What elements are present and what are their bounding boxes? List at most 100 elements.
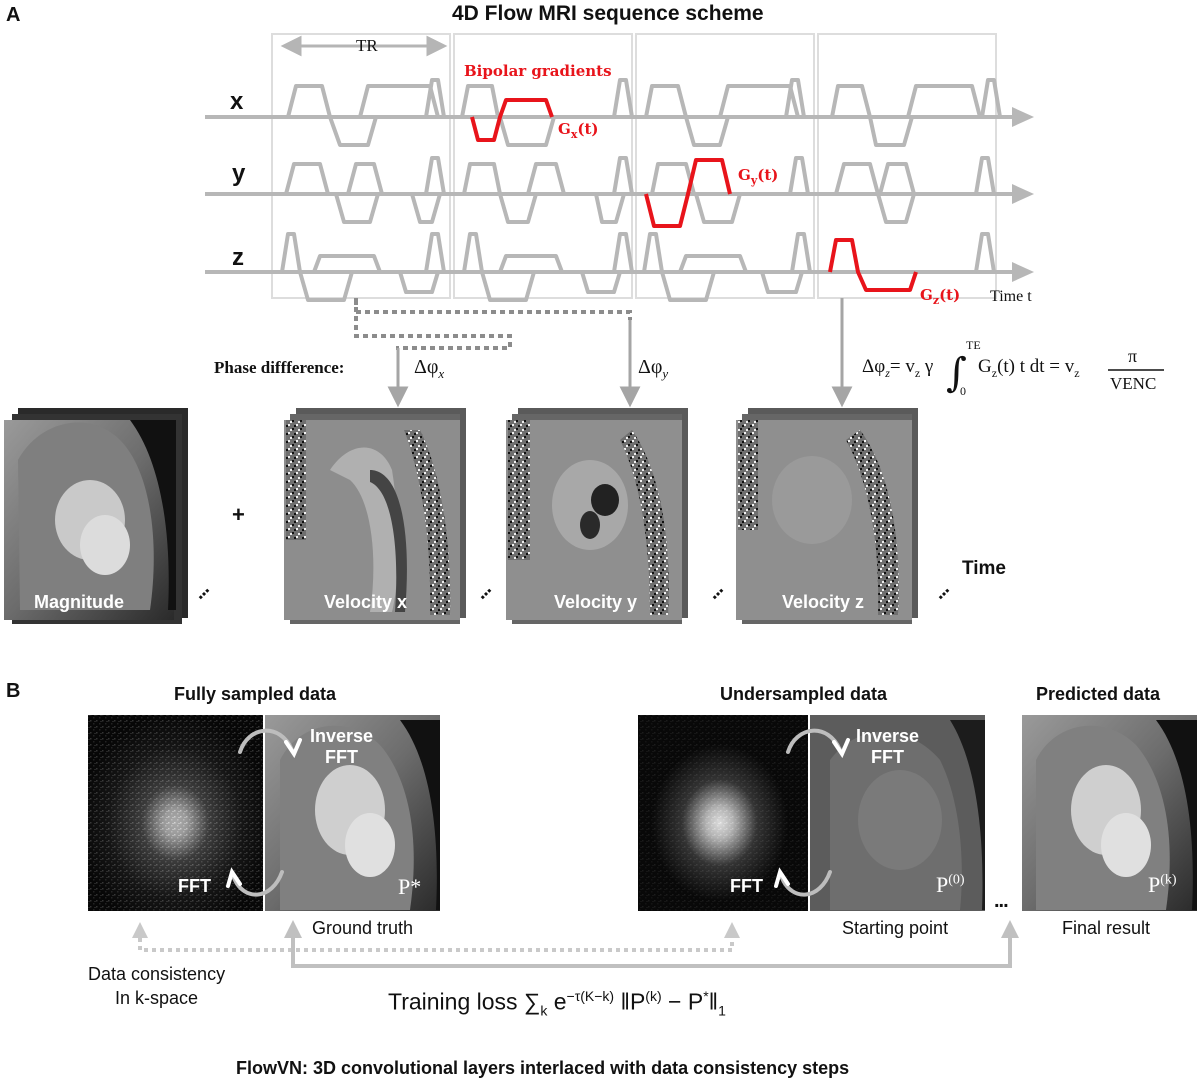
axis-x-label: x xyxy=(230,88,244,115)
fft-label-full: FFT xyxy=(178,876,211,896)
fully-sampled-title: Fully sampled data xyxy=(174,684,337,704)
dphi-y: Δφy xyxy=(638,356,668,382)
dphi-x-main: Δφ xyxy=(414,356,439,378)
formula-integrand-main: G xyxy=(978,356,992,377)
gx-main: G xyxy=(558,120,571,138)
formula-frac-den: VENC xyxy=(1110,374,1157,393)
plus-sign: + xyxy=(232,502,245,527)
dphi-x-sub: x xyxy=(438,366,445,381)
gy-sub: y xyxy=(750,174,758,187)
axis-arrowheads xyxy=(1012,107,1034,282)
velocity-y-label: Velocity y xyxy=(554,592,638,612)
formula-integrand-sub: z xyxy=(991,365,998,380)
inverse-fft-line1: Inverse xyxy=(310,726,374,746)
gy-main: G xyxy=(738,166,751,184)
velocity-z-stack xyxy=(736,408,918,624)
formula-mid-sub: z xyxy=(914,365,921,380)
loss-exp: −τ(K−k) xyxy=(566,988,615,1004)
integral-sign: ∫ xyxy=(946,350,967,396)
panel-b-letter: B xyxy=(6,680,21,702)
dc-line1: Data consistency xyxy=(88,964,226,984)
dphi-y-sub: y xyxy=(662,366,669,381)
ground-truth-image xyxy=(265,715,440,911)
formula-integrand-tail: (t) t dt = v xyxy=(997,356,1075,377)
pk-main: P xyxy=(1148,872,1161,897)
p0-label: P(0) xyxy=(936,872,965,898)
gz-sub: z xyxy=(932,294,940,307)
loss-norm-sup: (k) xyxy=(645,988,662,1004)
velocity-x-label: Velocity x xyxy=(324,592,408,612)
formula-v-sub: z xyxy=(1074,365,1080,380)
inverse-fft-label-under: Inverse FFT xyxy=(856,726,919,768)
panel-a-title: 4D Flow MRI sequence scheme xyxy=(452,2,764,25)
velocity-z-label: Velocity z xyxy=(782,592,865,612)
magnitude-stack xyxy=(4,408,188,624)
loss-e: e xyxy=(547,988,567,1015)
bipolar-label: Bipolar gradients xyxy=(464,62,612,80)
formula-integrand: Gz(t) t dt = vz xyxy=(978,356,1080,381)
loss-close: ‖ xyxy=(708,988,719,1015)
magnitude-label: Magnitude xyxy=(34,592,124,612)
gradient-waveforms xyxy=(205,78,1020,302)
formula-int-top: TE xyxy=(966,338,981,352)
undersampled-title: Undersampled data xyxy=(720,684,888,704)
phase-dashes xyxy=(354,298,632,350)
loss-norm: ‖P xyxy=(620,988,646,1015)
formula-z: Δφz= vz γ xyxy=(862,356,933,381)
loss-prefix: Training loss ∑ xyxy=(388,988,541,1015)
inverse-fft-line2: FFT xyxy=(325,747,359,767)
dphi-x: Δφx xyxy=(414,356,444,382)
starting-point-image xyxy=(810,715,985,911)
tr-boxes xyxy=(271,33,997,299)
ground-truth-caption: Ground truth xyxy=(312,918,414,938)
panel-a-letter: A xyxy=(6,4,21,26)
axis-z-label: z xyxy=(232,244,244,271)
formula-int-bot: 0 xyxy=(960,384,966,398)
dphi-y-main: Δφ xyxy=(638,356,663,378)
gx-sub: x xyxy=(570,128,578,141)
gy-tail: (t) xyxy=(757,166,779,184)
loss-norm-rest: − P xyxy=(661,988,704,1015)
gz-label: Gz(t) xyxy=(920,286,960,307)
data-consistency-arrow xyxy=(132,922,740,952)
formula-lhs: Δφ xyxy=(862,356,886,377)
velocity-y-stack xyxy=(506,408,688,624)
formula-lhs-sub: z xyxy=(885,365,890,380)
formula-frac-num: π xyxy=(1128,346,1138,366)
predicted-image xyxy=(1022,715,1197,911)
p0-main: P xyxy=(936,872,949,897)
gz-main: G xyxy=(920,286,933,304)
kspace-under xyxy=(638,715,808,911)
fft-label-under: FFT xyxy=(730,876,763,896)
figure-caption: FlowVN: 3D convolutional layers interlac… xyxy=(236,1058,850,1078)
fft-curved-arrows xyxy=(226,728,850,897)
data-consistency-label: Data consistency In k-space xyxy=(88,962,225,1010)
gy-label: Gy(t) xyxy=(738,166,778,187)
dc-line2: In k-space xyxy=(115,988,199,1008)
time-t-label: Time t xyxy=(990,288,1032,305)
loss-arrow xyxy=(284,920,1019,968)
pk-label: P(k) xyxy=(1148,872,1177,898)
gx-tail: (t) xyxy=(577,120,599,138)
inverse-fft-line2-under: FFT xyxy=(871,747,905,767)
pk-sup: (k) xyxy=(1160,872,1177,888)
tr-label: TR xyxy=(356,36,378,55)
axis-y-label: y xyxy=(232,160,246,187)
ellipsis-b: ... xyxy=(994,890,1009,912)
gz-tail: (t) xyxy=(939,286,961,304)
inverse-fft-label-full: Inverse FFT xyxy=(310,726,373,768)
tr-arrow xyxy=(280,35,448,57)
time-label-big: Time xyxy=(962,558,1007,579)
training-loss: Training loss ∑k e−τ(K−k) ‖P(k) − P*‖1 xyxy=(388,988,726,1018)
final-result-caption: Final result xyxy=(1062,918,1151,938)
predicted-title: Predicted data xyxy=(1036,684,1161,704)
bipolar-gradients xyxy=(470,98,918,292)
inverse-fft-line1-under: Inverse xyxy=(856,726,920,746)
loss-star: * xyxy=(703,988,709,1004)
starting-point-caption: Starting point xyxy=(842,918,949,938)
gx-label: Gx(t) xyxy=(558,120,599,141)
p0-sup: (0) xyxy=(948,872,965,888)
p-star-label: P* xyxy=(398,874,422,899)
phase-arrows xyxy=(387,298,853,408)
